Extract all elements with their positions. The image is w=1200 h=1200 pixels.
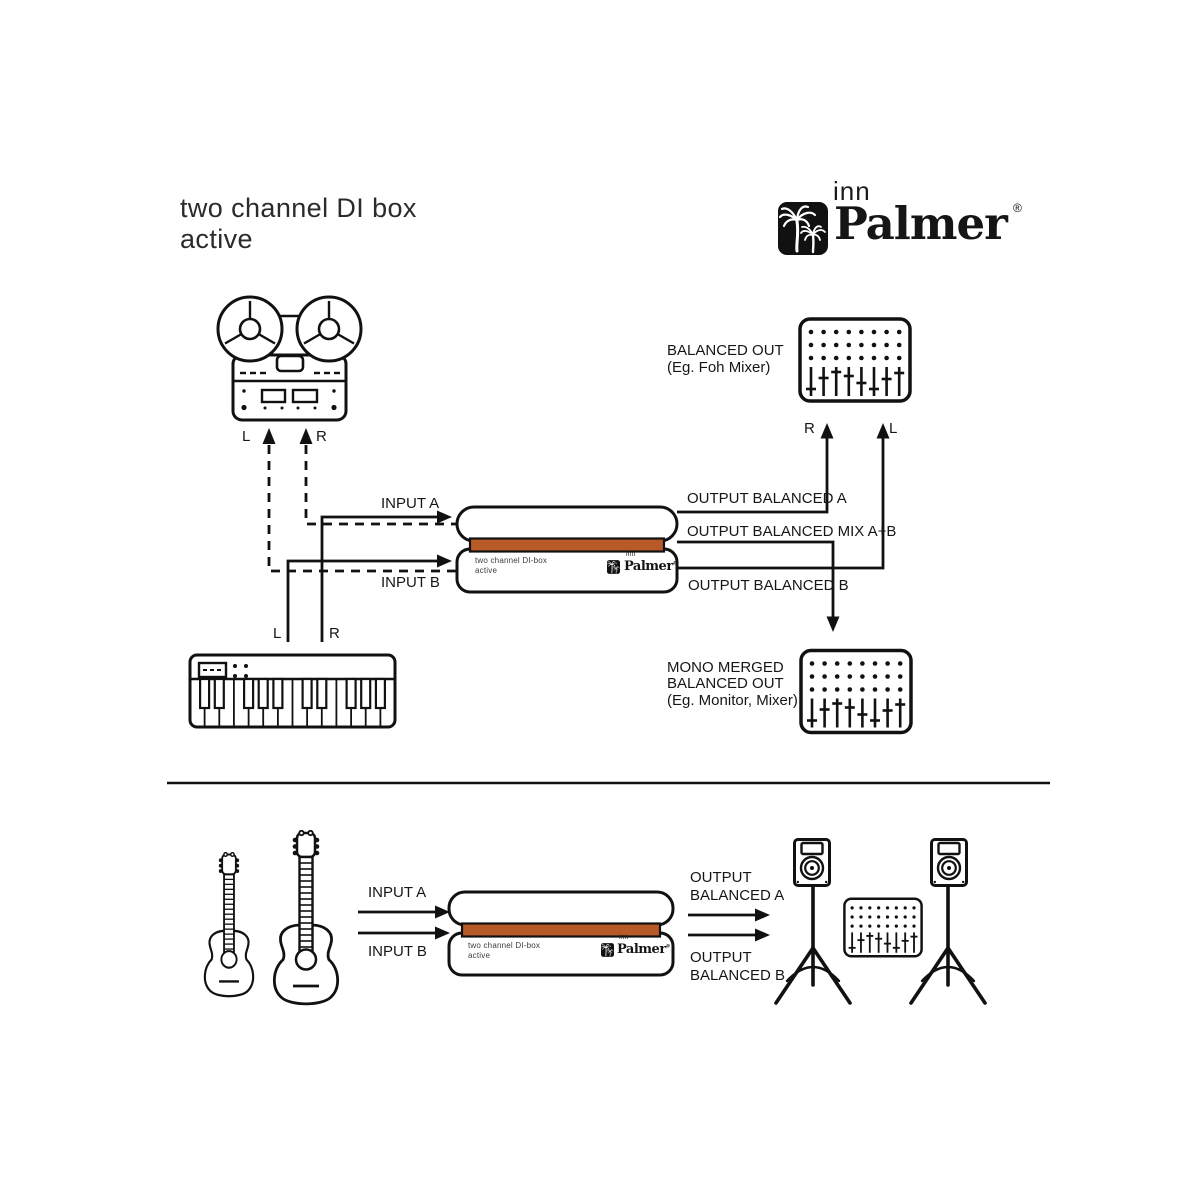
input-a-label: INPUT A	[381, 495, 440, 512]
keyboard-output-left-label: L	[273, 625, 282, 642]
keyboard-output-right-label: R	[329, 625, 340, 642]
output-balanced-mix-label: OUTPUT BALANCED MIX A+B	[687, 523, 897, 540]
brand-wordmark: Palmer	[834, 197, 1008, 250]
arrow-up-icon	[299, 428, 313, 444]
monitor-mixer-label-line1: MONO MERGED	[667, 659, 784, 676]
tape-output-left-label: L	[242, 428, 251, 445]
output-signal-lines	[677, 438, 885, 617]
foh-input-l-label: L	[889, 420, 898, 437]
di-box-icon-2	[447, 890, 675, 977]
output-a-label-line1: OUTPUT	[690, 869, 752, 886]
tape-link-dashed-lines	[267, 445, 457, 573]
monitor-mixer-icon	[799, 648, 913, 735]
page-title: two channel DI box active	[180, 193, 417, 255]
foh-input-r-label: R	[804, 420, 815, 437]
di-box-label: two channel DI-box active	[475, 556, 547, 575]
input-b-label: INPUT B	[381, 574, 440, 591]
arrow-down-icon	[826, 616, 840, 632]
arrow-right-icon	[755, 908, 770, 922]
speaker-stand-right-icon	[909, 885, 987, 1005]
brand-registered-mark: ®	[1013, 201, 1022, 215]
tape-link-arrowheads	[262, 428, 313, 444]
input-signal-lines	[286, 515, 437, 642]
tape-recorder-icon	[216, 295, 363, 422]
output-arrowheads	[820, 423, 890, 632]
output-a-label-line2: BALANCED A	[690, 887, 785, 904]
keyboard-icon	[188, 653, 397, 729]
di-box-label-line1: two channel DI-box	[475, 556, 548, 565]
arrow-up-icon	[876, 423, 890, 439]
bottom-input-lines	[358, 910, 756, 937]
tape-output-right-label: R	[316, 428, 327, 445]
foh-mixer-label-line2: (Eg. Foh Mixer)	[667, 359, 771, 376]
di-box-label-2: two channel DI-box active	[468, 941, 540, 960]
arrow-right-icon	[435, 926, 450, 940]
arrow-right-icon	[755, 928, 770, 942]
output-balanced-a-label: OUTPUT BALANCED A	[687, 490, 847, 507]
di-box-icon	[455, 505, 679, 594]
guitar-large-icon	[272, 830, 340, 1006]
arrow-right-icon	[435, 905, 450, 919]
input-a-label-2: INPUT A	[368, 884, 427, 901]
speaker-left-icon	[793, 838, 831, 887]
page-title-line2: active	[180, 224, 253, 254]
palm-tree-logo-icon	[778, 202, 828, 255]
output-balanced-b-label: OUTPUT BALANCED B	[688, 577, 849, 594]
input-arrowheads	[437, 510, 452, 568]
arrow-right-icon	[437, 510, 452, 524]
speaker-right-icon	[930, 838, 968, 887]
output-b-label-line1: OUTPUT	[690, 949, 752, 966]
speaker-stand-left-icon	[774, 885, 852, 1005]
di-box-label-line1: two channel DI-box	[468, 941, 541, 950]
di-box-logo-prefix: inn	[626, 551, 636, 558]
foh-mixer-label-line1: BALANCED OUT	[667, 342, 784, 359]
arrow-up-icon	[820, 423, 834, 439]
di-box-label-line2: active	[468, 950, 491, 960]
palm-tree-logo-icon	[601, 943, 614, 957]
palm-tree-logo-icon	[607, 560, 620, 574]
pa-mixer-icon	[843, 897, 923, 958]
arrow-up-icon	[262, 428, 276, 444]
input-b-label-2: INPUT B	[368, 943, 427, 960]
di-box-logo-name: Palmer®	[624, 559, 678, 574]
arrow-right-icon	[437, 554, 452, 568]
di-box-logo-prefix-2: inn	[619, 934, 629, 941]
brand-prefix: inn	[833, 176, 871, 206]
bottom-arrowheads	[435, 905, 770, 942]
di-box-accent-strip	[460, 922, 662, 938]
monitor-mixer-label-line2: BALANCED OUT	[667, 675, 784, 692]
di-box-accent-strip	[468, 537, 666, 553]
foh-mixer-icon	[798, 317, 912, 403]
guitar-small-icon	[203, 852, 255, 998]
di-box-logo-name-2: Palmer®	[617, 942, 671, 957]
page-title-line1: two channel DI box	[180, 193, 417, 223]
di-box-label-line2: active	[475, 565, 498, 575]
monitor-mixer-label-line3: (Eg. Monitor, Mixer)	[667, 692, 798, 709]
output-b-label-line2: BALANCED B	[690, 967, 786, 984]
